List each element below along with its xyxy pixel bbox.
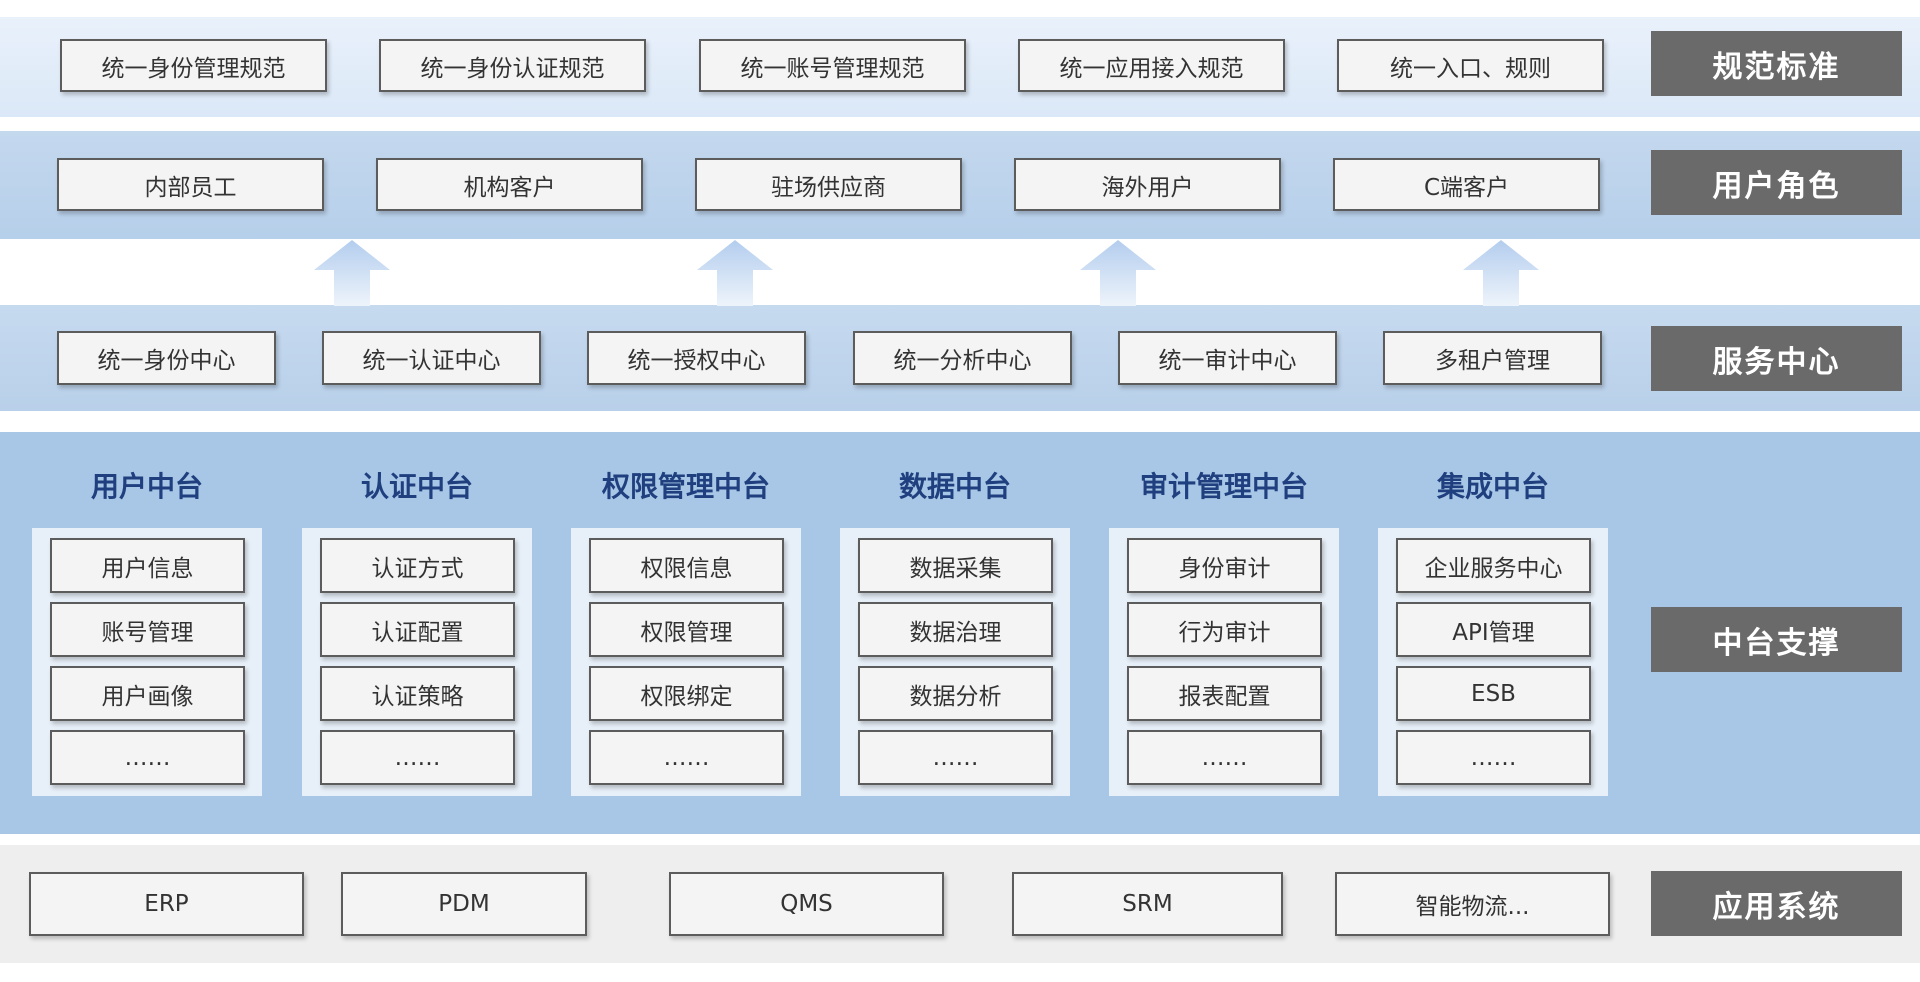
platform-item: 认证策略 [320,666,515,721]
platform-column-title: 认证中台 [360,470,473,503]
service-item: 统一身份中心 [57,331,276,385]
platform-item: …… [858,730,1053,785]
platform-item: 数据分析 [858,666,1053,721]
platform-item: 报表配置 [1127,666,1322,721]
up-arrow-icon [1463,240,1539,306]
role-item: 海外用户 [1014,158,1281,211]
platform-item: 账号管理 [50,602,245,657]
platform-item: …… [320,730,515,785]
platform-item: 认证配置 [320,602,515,657]
app-item: QMS [669,872,944,936]
app-item: PDM [341,872,587,936]
up-arrow-icon [314,240,390,306]
up-arrow-icon [1080,240,1156,306]
service-item: 统一授权中心 [587,331,806,385]
standard-item: 统一入口、规则 [1337,39,1604,92]
platform-column-title: 数据中台 [898,470,1011,503]
platform-item: 数据治理 [858,602,1053,657]
standard-item: 统一应用接入规范 [1018,39,1285,92]
up-arrow-icon [697,240,773,306]
platform-item: 身份审计 [1127,538,1322,593]
platform-item: 权限信息 [589,538,784,593]
role-item: 机构客户 [376,158,643,211]
platform-item: 行为审计 [1127,602,1322,657]
role-item: C端客户 [1333,158,1600,211]
platform-column-title: 审计管理中台 [1139,470,1308,503]
platform-column-title: 集成中台 [1436,470,1549,503]
service-item: 统一审计中心 [1118,331,1337,385]
layer-label-apps: 应用系统 [1651,871,1902,936]
platform-item: …… [589,730,784,785]
role-item: 内部员工 [57,158,324,211]
platform-item: …… [1396,730,1591,785]
standard-item: 统一账号管理规范 [699,39,966,92]
app-item: 智能物流... [1335,872,1610,936]
standard-item: 统一身份管理规范 [60,39,327,92]
role-item: 驻场供应商 [695,158,962,211]
service-item: 统一认证中心 [322,331,541,385]
service-item: 统一分析中心 [853,331,1072,385]
platform-item: 用户信息 [50,538,245,593]
platform-item: …… [1127,730,1322,785]
platform-item: 企业服务中心 [1396,538,1591,593]
app-item: ERP [29,872,304,936]
platform-item: ESB [1396,666,1591,721]
service-item: 多租户管理 [1383,331,1602,385]
platform-column-title: 用户中台 [90,470,203,503]
layer-label-roles: 用户角色 [1651,150,1902,215]
platform-item: 认证方式 [320,538,515,593]
platform-column-title: 权限管理中台 [601,470,770,503]
layer-label-services: 服务中心 [1651,326,1902,391]
platform-item: …… [50,730,245,785]
standard-item: 统一身份认证规范 [379,39,646,92]
platform-item: API管理 [1396,602,1591,657]
platform-item: 数据采集 [858,538,1053,593]
app-item: SRM [1012,872,1283,936]
platform-item: 权限绑定 [589,666,784,721]
layer-label-platform: 中台支撑 [1651,607,1902,672]
layer-label-standards: 规范标准 [1651,31,1902,96]
platform-item: 权限管理 [589,602,784,657]
platform-item: 用户画像 [50,666,245,721]
